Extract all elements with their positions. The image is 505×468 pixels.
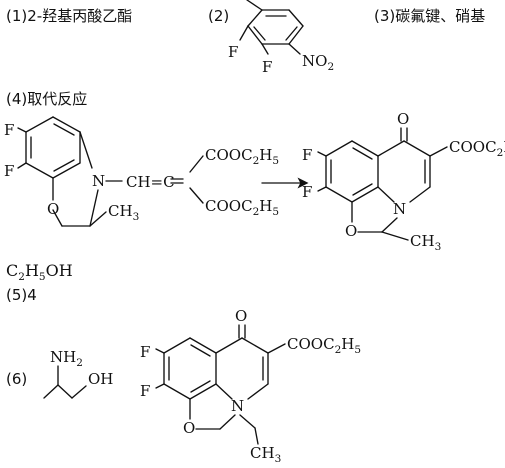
- q6p-fluoro-2: F: [140, 382, 150, 400]
- q6p-methyl: CH3: [250, 444, 281, 465]
- q4r-nitrogen: N: [92, 172, 105, 190]
- q4p-methyl: CH3: [410, 232, 441, 253]
- answer-4: (4)取代反应: [6, 90, 88, 108]
- q2-nitro: NO2: [302, 52, 334, 73]
- q6p-nitrogen: N: [231, 397, 244, 415]
- q4p-fluoro-2: F: [302, 183, 312, 201]
- answer-1: (1)2-羟基丙酸乙酯: [6, 7, 133, 25]
- reaction-arrow: [261, 177, 309, 189]
- q6-amino: NH2: [50, 348, 83, 369]
- structure-q4-product: O COOC2H5 N O CH3 F F: [302, 110, 505, 253]
- q6-hydroxyl: OH: [88, 370, 113, 388]
- structure-q6-product: O COOC2H5 N O CH3 F F: [140, 307, 361, 465]
- q2-fluoro-1: F: [228, 43, 238, 61]
- q4r-fluoro-2: F: [4, 162, 14, 180]
- answer-6-label: (6): [6, 370, 28, 388]
- q4p-ester: COOC2H5: [449, 138, 505, 159]
- q4r-vinyl: CH=C: [126, 173, 175, 191]
- q4r-ester-2: COOC2H5: [205, 197, 279, 218]
- q4r-ester-1: COOC2H5: [205, 146, 279, 167]
- q4r-ring-oxygen: O: [47, 200, 59, 218]
- q4p-fluoro-1: F: [302, 146, 312, 164]
- structure-q2: F F NO2: [228, 0, 334, 76]
- q4p-nitrogen: N: [393, 200, 406, 218]
- q4p-ring-oxygen: O: [345, 222, 357, 240]
- q2-fluoro-2: F: [262, 58, 272, 76]
- q6p-fluoro-1: F: [140, 343, 150, 361]
- structure-q6-amine: NH2 OH: [43, 348, 113, 399]
- answer-5: (5)4: [6, 286, 37, 304]
- q6p-keto-oxygen: O: [235, 307, 247, 325]
- q6p-ring-oxygen: O: [183, 419, 195, 437]
- q4r-fluoro-1: F: [4, 121, 14, 139]
- q4p-keto-oxygen: O: [397, 110, 409, 128]
- q4r-methyl: CH3: [108, 202, 139, 223]
- answer-2-label: (2): [208, 7, 230, 25]
- structure-q4-reactant: F F N O CH3 CH=C COOC2H5 COOC2H5: [4, 116, 279, 227]
- q6p-ester: COOC2H5: [287, 335, 361, 356]
- byproduct-ethanol: C2H5OH: [6, 261, 73, 284]
- answer-3: (3)碳氟键、硝基: [374, 7, 486, 25]
